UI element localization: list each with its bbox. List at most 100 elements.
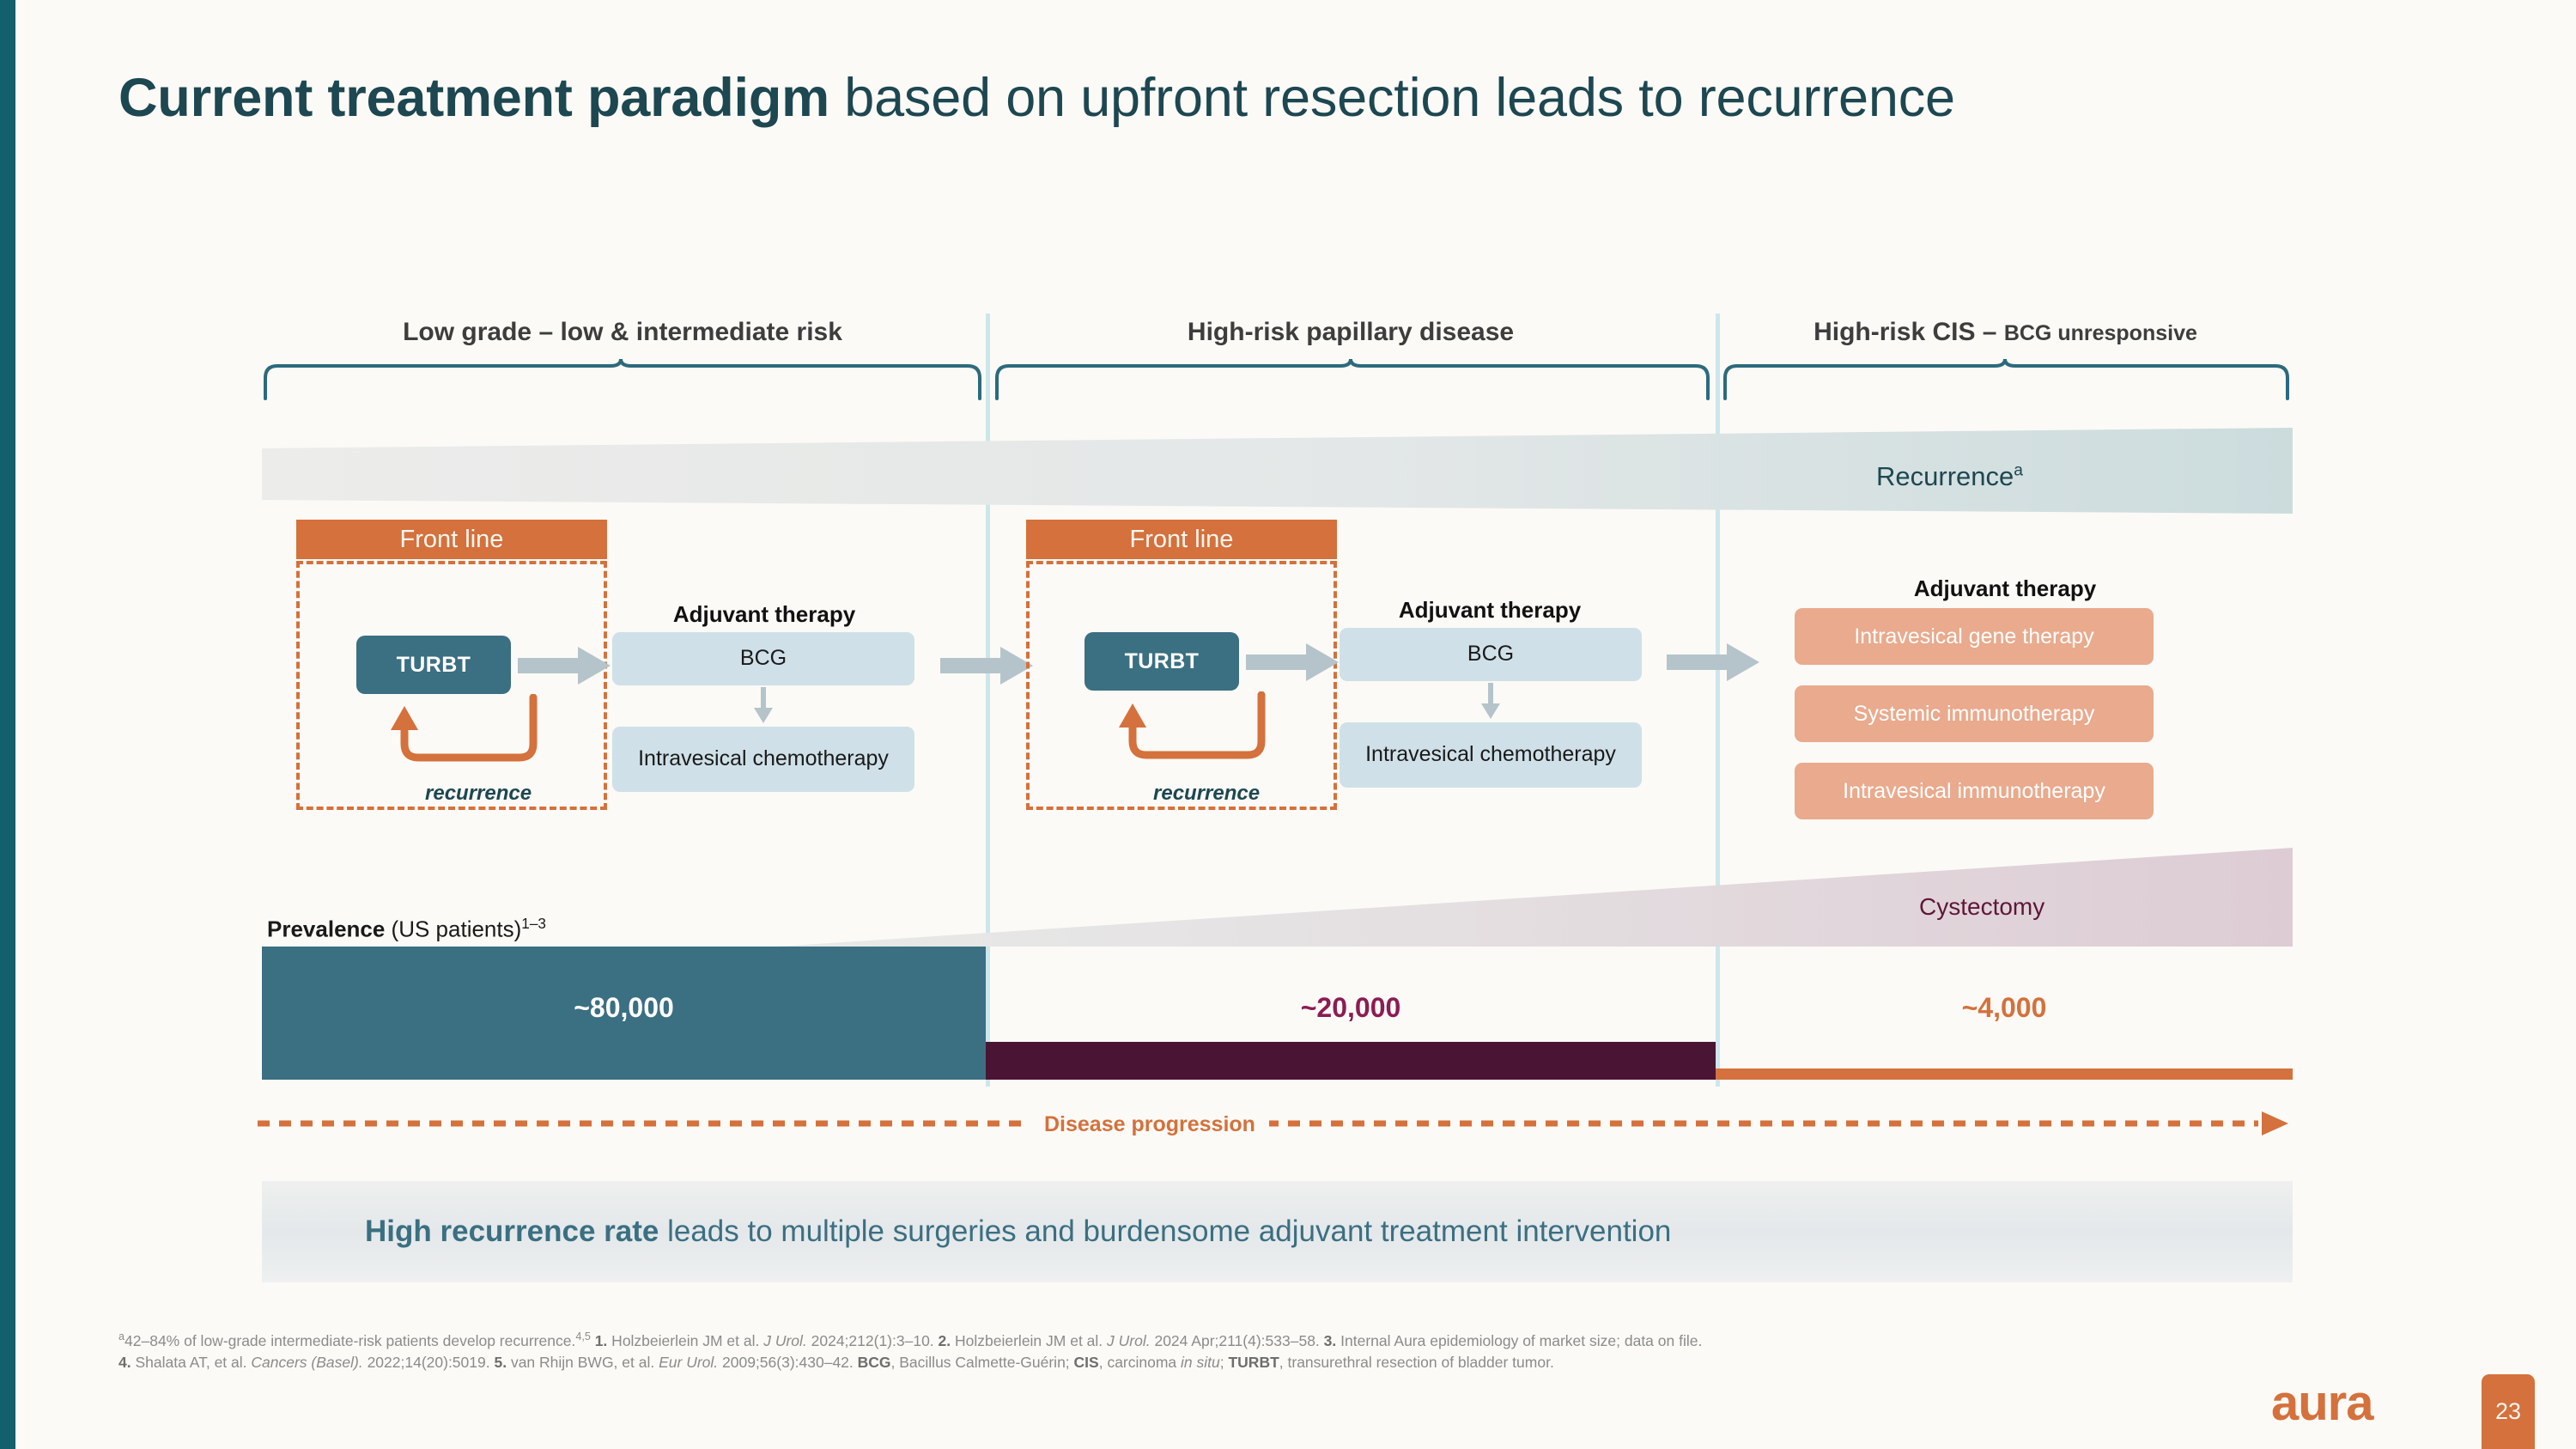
prevalence-title-rest: (US patients)	[385, 916, 522, 942]
column-header-high-risk-cis-sub: BCG unresponsive	[2003, 321, 2197, 345]
col1-recurrence-label: recurrence	[425, 782, 532, 805]
ref-4-tail: 2022;14(20):5019.	[362, 1353, 495, 1371]
col1-flow-arrow	[518, 647, 611, 685]
col3-adjuvant-option-2-label: Intravesical immunotherapy	[1843, 778, 2105, 803]
col1-turbt-label: TURBT	[396, 652, 471, 677]
left-accent-bar	[0, 0, 15, 1449]
abbr-bcg-text: , Bacillus Calmette-Guérin;	[890, 1353, 1074, 1371]
col2-front-line-label: Front line	[1129, 526, 1234, 553]
ref-3-text: Internal Aura epidemiology of market siz…	[1336, 1331, 1703, 1349]
col1-to-col2-arrow	[940, 647, 1033, 685]
summary-banner-text: High recurrence rate leads to multiple s…	[262, 1215, 1671, 1249]
column-header-high-risk-cis: High-risk CIS – BCG unresponsive	[1720, 318, 2291, 347]
ref-1-number: 1.	[594, 1331, 608, 1349]
prevalence-bar-high-risk-papillary	[986, 1042, 1716, 1080]
footnotes: a42–84% of low-grade intermediate-risk p…	[118, 1330, 2222, 1373]
ref-2-tail: 2024 Apr;211(4):533–58.	[1150, 1331, 1324, 1349]
col3-adjuvant-option-1[interactable]: Systemic immunotherapy	[1795, 685, 2154, 742]
page-title: Current treatment paradigm based on upfr…	[118, 67, 2385, 130]
prevalence-value-high-risk-papillary: ~20,000	[986, 992, 1716, 1024]
prevalence-bar-low-grade	[262, 947, 986, 1080]
recurrence-band-label: Recurrencea	[1876, 461, 2023, 492]
disease-progression-arrow	[258, 1111, 2288, 1135]
col2-turbt-label: TURBT	[1124, 648, 1200, 673]
col2-recurrence-loop-box	[1026, 561, 1337, 810]
col1-front-line-label: Front line	[399, 526, 504, 553]
ref-5-tail: 2009;56(3):430–42.	[718, 1353, 858, 1371]
col3-adjuvant-option-2[interactable]: Intravesical immunotherapy	[1795, 763, 2154, 819]
ref-5-journal: Eur Urol.	[659, 1353, 719, 1371]
col2-adjuvant-step-0[interactable]: BCG	[1340, 628, 1642, 681]
abbr-turbt-text: , transurethral resection of bladder tum…	[1279, 1353, 1554, 1371]
footnote-a-text: 42–84% of low-grade intermediate-risk pa…	[125, 1331, 576, 1349]
col2-adjuvant-step-0-label: BCG	[1467, 642, 1515, 667]
page-title-rest: based on upfront resection leads to recu…	[829, 68, 1955, 128]
footnote-marker-a: a	[118, 1330, 125, 1342]
ref-2-number: 2.	[938, 1331, 951, 1349]
brace-low-grade	[264, 359, 981, 400]
col1-adjuvant-title-label: Adjuvant therapy	[672, 601, 856, 627]
abbr-turbt: TURBT	[1228, 1353, 1279, 1371]
footnote-line-2: 4. Shalata AT, et al. Cancers (Basel). 2…	[118, 1352, 2222, 1373]
col3-adjuvant-title-label: Adjuvant therapy	[1913, 575, 2097, 601]
col2-adjuvant-step-1[interactable]: Intravesical chemotherapy	[1340, 722, 1642, 788]
col2-adjuvant-title-label: Adjuvant therapy	[1398, 597, 1582, 623]
ref-4-journal: Cancers (Basel).	[251, 1353, 363, 1371]
prevalence-bar-high-risk-cis	[1716, 1068, 2293, 1080]
disease-progression-label: Disease progression	[1030, 1112, 1269, 1137]
col1-recurrence-text: recurrence	[425, 782, 532, 806]
col2-adjuvant-down-arrow	[1481, 683, 1500, 719]
page-number-badge: 23	[2482, 1374, 2535, 1449]
ref-2-journal: J Urol.	[1107, 1331, 1151, 1349]
col2-adjuvant-title: Adjuvant therapy	[1331, 597, 1649, 624]
footnote-line-1: a42–84% of low-grade intermediate-risk p…	[118, 1330, 2222, 1352]
brace-high-risk-cis	[1723, 359, 2289, 400]
ref-1-text: Holzbeierlein JM et al.	[607, 1331, 764, 1349]
col2-to-col3-arrow	[1667, 643, 1759, 681]
col1-recurrence-loop-box	[296, 561, 607, 810]
col2-recurrence-text: recurrence	[1153, 782, 1260, 806]
col1-recurrence-loop-arrow	[391, 694, 538, 762]
recurrence-band-superscript: a	[2014, 461, 2023, 480]
col2-front-line-header: Front line	[1026, 520, 1337, 559]
prevalence-value-high-risk-papillary-label: ~20,000	[1300, 992, 1401, 1023]
col2-adjuvant-step-1-label: Intravesical chemotherapy	[1365, 742, 1616, 767]
col2-recurrence-loop-arrow	[1119, 691, 1266, 759]
ref-4-number: 4.	[118, 1353, 131, 1371]
col1-adjuvant-step-0-label: BCG	[739, 646, 787, 671]
aura-logo: aura	[2271, 1379, 2374, 1428]
col3-adjuvant-option-1-label: Systemic immunotherapy	[1853, 701, 2095, 726]
col1-adjuvant-step-0[interactable]: BCG	[612, 632, 914, 685]
brace-high-risk-papillary	[995, 359, 1710, 400]
cystectomy-band-text: Cystectomy	[1919, 893, 2045, 920]
abbr-cis-text: , carcinoma	[1098, 1353, 1182, 1371]
aura-logo-text: aura	[2271, 1375, 2374, 1431]
ref-1-tail: 2024;212(1):3–10.	[806, 1331, 939, 1349]
page-number-text: 23	[2494, 1398, 2522, 1424]
cystectomy-band-label: Cystectomy	[1919, 893, 2044, 921]
column-header-high-risk-papillary-label: High-risk papillary disease	[1187, 318, 1515, 346]
ref-5-text: van Rhijn BWG, et al.	[507, 1353, 659, 1371]
abbr-cis: CIS	[1073, 1353, 1099, 1371]
prevalence-value-high-risk-cis: ~4,000	[1716, 992, 2293, 1024]
treatment-paradigm-diagram: Low grade – low & intermediate risk High…	[262, 314, 2293, 1095]
prevalence-title-bold: Prevalence	[267, 916, 386, 942]
prevalence-value-low-grade-label: ~80,000	[574, 992, 674, 1023]
column-header-high-risk-cis-label: High-risk CIS –	[1814, 318, 2004, 346]
col3-adjuvant-option-0-label: Intravesical gene therapy	[1854, 624, 2094, 648]
col1-adjuvant-step-1-label: Intravesical chemotherapy	[638, 746, 889, 771]
col3-adjuvant-option-0[interactable]: Intravesical gene therapy	[1795, 608, 2154, 665]
col1-adjuvant-title: Adjuvant therapy	[605, 601, 923, 628]
prevalence-title-superscript: 1–3	[521, 915, 546, 932]
disease-progression-text: Disease progression	[1044, 1112, 1255, 1136]
prevalence-title: Prevalence (US patients)1–3	[267, 915, 546, 943]
col2-flow-arrow	[1246, 643, 1339, 681]
abbr-bcg: BCG	[857, 1353, 891, 1371]
ref-4-text: Shalata AT, et al.	[131, 1353, 252, 1371]
col2-recurrence-label: recurrence	[1153, 782, 1261, 805]
column-divider-1	[986, 314, 990, 1087]
col1-turbt-node[interactable]: TURBT	[356, 636, 511, 694]
col2-turbt-node[interactable]: TURBT	[1084, 632, 1239, 691]
col1-adjuvant-step-1[interactable]: Intravesical chemotherapy	[612, 727, 914, 792]
